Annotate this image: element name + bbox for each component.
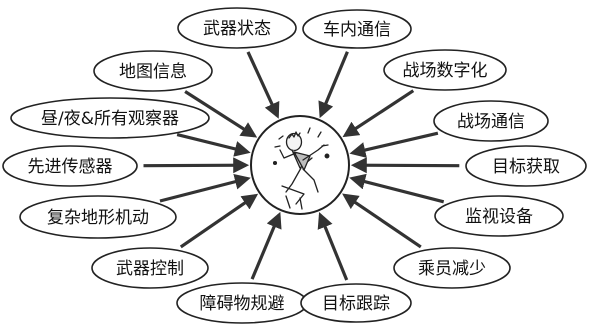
node-label-complex-terrain-maneuver: 复杂地形机动 — [47, 208, 149, 228]
node-ellipse-monitoring-equipment — [434, 195, 564, 237]
node-battlefield-digitization: 战场数字化 — [383, 49, 507, 91]
soldier-with-cracked-helmet-icon — [272, 127, 330, 210]
node-ellipse-day-night-all-observers — [10, 97, 210, 139]
node-advanced-sensors: 先进传感器 — [2, 145, 138, 187]
node-day-night-all-observers: 昼/夜&所有观察器 — [10, 97, 210, 139]
arrow-target-acquisition — [350, 157, 460, 174]
arrow-complex-terrain-maneuver — [159, 173, 251, 203]
node-target-tracking: 目标跟踪 — [300, 283, 412, 323]
node-crew-reduction: 乘员减少 — [393, 247, 511, 289]
arrow-map-info — [184, 90, 258, 138]
node-label-target-acquisition: 目标获取 — [492, 157, 560, 177]
arrow-day-night-all-observers — [176, 133, 251, 157]
arrow-weapon-control — [179, 193, 259, 249]
node-battlefield-comm: 战场通信 — [433, 100, 549, 142]
node-label-monitoring-equipment: 监视设备 — [465, 207, 533, 227]
arrow-target-tracking — [317, 212, 349, 281]
node-ellipse-target-acquisition — [465, 145, 587, 187]
node-label-crew-reduction: 乘员减少 — [418, 259, 486, 279]
arrow-battlefield-comm — [349, 131, 439, 158]
node-target-acquisition: 目标获取 — [465, 145, 587, 187]
node-label-target-tracking: 目标跟踪 — [322, 294, 390, 314]
node-in-vehicle-comm: 车内通信 — [302, 9, 412, 49]
node-complex-terrain-maneuver: 复杂地形机动 — [19, 195, 177, 239]
node-monitoring-equipment: 监视设备 — [434, 195, 564, 237]
node-ellipse-weapon-control — [91, 247, 209, 289]
node-ellipse-crew-reduction — [393, 247, 511, 289]
center-node — [250, 115, 350, 215]
node-ellipse-battlefield-comm — [433, 100, 549, 142]
node-label-battlefield-comm: 战场通信 — [457, 112, 525, 132]
node-label-advanced-sensors: 先进传感器 — [28, 157, 113, 177]
arrow-crew-reduction — [342, 193, 422, 249]
arrow-obstacle-avoidance — [250, 211, 282, 280]
node-obstacle-avoidance: 障碍物规避 — [176, 282, 308, 324]
node-label-weapon-status: 武器状态 — [203, 19, 271, 39]
node-label-battlefield-digitization: 战场数字化 — [403, 61, 488, 81]
node-ellipse-advanced-sensors — [2, 145, 138, 187]
node-ellipse-battlefield-digitization — [383, 49, 507, 91]
arrow-weapon-status — [246, 51, 280, 119]
node-weapon-status: 武器状态 — [177, 7, 297, 49]
node-ellipse-complex-terrain-maneuver — [19, 195, 177, 239]
arrow-monitoring-equipment — [349, 173, 445, 204]
arrow-advanced-sensors — [143, 157, 250, 174]
node-weapon-control: 武器控制 — [91, 247, 209, 289]
arrow-battlefield-digitization — [342, 89, 415, 138]
arrows-layer — [143, 51, 460, 281]
node-map-info: 地图信息 — [93, 50, 213, 92]
arrow-in-vehicle-comm — [318, 51, 349, 119]
node-label-day-night-all-observers: 昼/夜&所有观察器 — [41, 109, 179, 129]
node-label-map-info: 地图信息 — [119, 62, 187, 82]
node-ellipse-map-info — [93, 50, 213, 92]
node-label-in-vehicle-comm: 车内通信 — [323, 20, 391, 40]
node-ellipse-target-tracking — [300, 283, 412, 323]
node-ellipse-weapon-status — [177, 7, 297, 49]
node-ellipse-in-vehicle-comm — [302, 9, 412, 49]
node-label-obstacle-avoidance: 障碍物规避 — [200, 294, 285, 314]
node-label-weapon-control: 武器控制 — [116, 259, 184, 279]
